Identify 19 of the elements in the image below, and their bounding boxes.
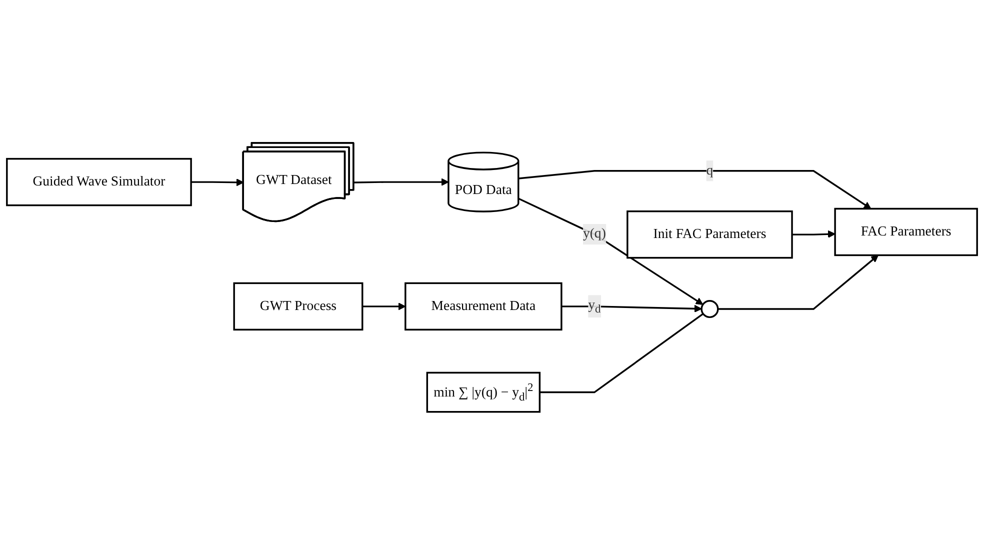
node-box: FAC Parameters — [834, 208, 978, 256]
arrow — [718, 254, 878, 310]
arrow — [191, 178, 244, 186]
node-circle — [700, 300, 719, 318]
node-box: Guided Wave Simulator — [6, 158, 192, 206]
node-box: min ∑ |y(q) − y$_{d}$|$^{2}$ — [426, 371, 541, 412]
node-box: GWT Process — [233, 282, 364, 330]
edge-label: y(q) — [582, 226, 606, 241]
arrow — [561, 304, 702, 312]
arrow — [362, 302, 406, 310]
arrow — [518, 197, 704, 305]
edge-label: y$_{d}$ — [588, 297, 601, 315]
arrow — [792, 230, 836, 238]
node-box: Measurement Data — [404, 282, 562, 330]
arrow — [518, 170, 872, 209]
connector — [540, 312, 704, 393]
node-box: Init FAC Parameters — [626, 210, 793, 258]
arrow — [354, 178, 449, 186]
edge-label: q — [706, 162, 714, 178]
